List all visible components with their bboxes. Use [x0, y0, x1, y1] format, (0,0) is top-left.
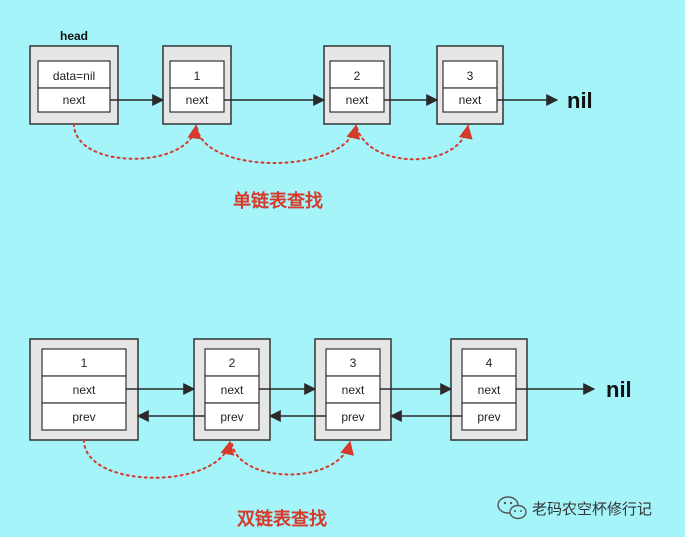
- node-2-next-cell: next: [346, 93, 369, 107]
- single-linked-list: head data=nil next 1 next 2 next: [29, 29, 593, 212]
- double-search-hop-1: [83, 439, 235, 479]
- double-node-3: 3 next prev: [314, 338, 392, 441]
- single-node-3: 3 next: [436, 45, 504, 125]
- single-node-1: 1 next: [162, 45, 232, 125]
- dnode-1-prev-cell: prev: [72, 410, 95, 424]
- watermark: 老码农空杯修行记: [497, 496, 652, 520]
- double-linked-list: 1 next prev 2 next prev 3 next prev: [29, 338, 632, 530]
- head-label: head: [60, 29, 88, 43]
- single-node-2: 2 next: [323, 45, 391, 125]
- dnode-1-data-cell: 1: [81, 356, 88, 370]
- double-nil-label: nil: [606, 377, 632, 402]
- dnode-2-next-cell: next: [221, 383, 244, 397]
- node-1-next-cell: next: [186, 93, 209, 107]
- single-search-hop-3: [356, 124, 473, 161]
- node-2-data-cell: 2: [354, 69, 361, 83]
- single-nil-label: nil: [567, 88, 593, 113]
- double-list-caption: 双链表查找: [237, 508, 327, 530]
- dnode-3-data-cell: 3: [350, 356, 357, 370]
- wechat-icon: [497, 496, 527, 520]
- head-data-cell: data=nil: [53, 69, 95, 83]
- single-list-caption: 单链表查找: [233, 190, 323, 212]
- single-node-head: data=nil next: [29, 45, 119, 125]
- double-search-hop-2: [231, 440, 354, 476]
- head-next-cell: next: [63, 93, 86, 107]
- double-node-2: 2 next prev: [193, 338, 271, 441]
- dnode-1-next-cell: next: [73, 383, 96, 397]
- dnode-2-data-cell: 2: [229, 356, 236, 370]
- node-3-next-cell: next: [459, 93, 482, 107]
- double-node-1: 1 next prev: [29, 338, 139, 441]
- dnode-3-next-cell: next: [342, 383, 365, 397]
- double-node-4: 4 next prev: [450, 338, 528, 441]
- single-search-hop-2: [196, 124, 361, 164]
- dnode-2-prev-cell: prev: [220, 410, 243, 424]
- dnode-3-prev-cell: prev: [341, 410, 364, 424]
- node-3-data-cell: 3: [467, 69, 474, 83]
- watermark-text: 老码农空杯修行记: [532, 500, 652, 518]
- dnode-4-data-cell: 4: [486, 356, 493, 370]
- node-1-data-cell: 1: [194, 69, 201, 83]
- single-search-hop-1: [73, 123, 202, 160]
- dnode-4-next-cell: next: [478, 383, 501, 397]
- dnode-4-prev-cell: prev: [477, 410, 500, 424]
